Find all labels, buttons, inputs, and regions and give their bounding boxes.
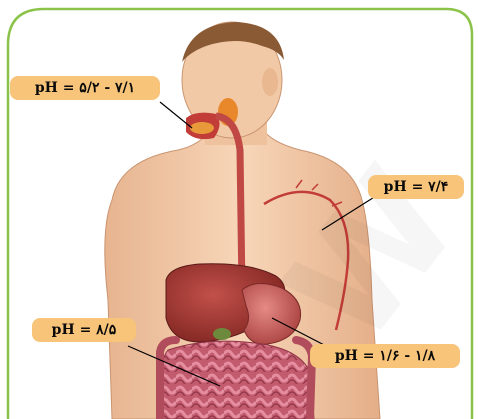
small-intestine — [160, 341, 314, 419]
gallbladder — [213, 328, 231, 340]
ph-label-intestine: pH = ۸/۵ — [32, 318, 136, 342]
ph-label-stomach: pH = ۱/۶ - ۱/۸ — [310, 344, 460, 368]
ph-label-mouth: pH = ۵/۲ - ۷/۱ — [10, 76, 160, 100]
ph-value-esophagus: pH = ۷/۴ — [378, 179, 455, 195]
ph-value-intestine: pH = ۸/۵ — [46, 322, 123, 338]
tongue — [190, 122, 214, 134]
ph-label-esophagus: pH = ۷/۴ — [368, 175, 464, 199]
ear — [262, 68, 278, 96]
ph-value-stomach: pH = ۱/۶ - ۱/۸ — [329, 348, 441, 364]
ph-value-mouth: pH = ۵/۲ - ۷/۱ — [29, 80, 141, 96]
